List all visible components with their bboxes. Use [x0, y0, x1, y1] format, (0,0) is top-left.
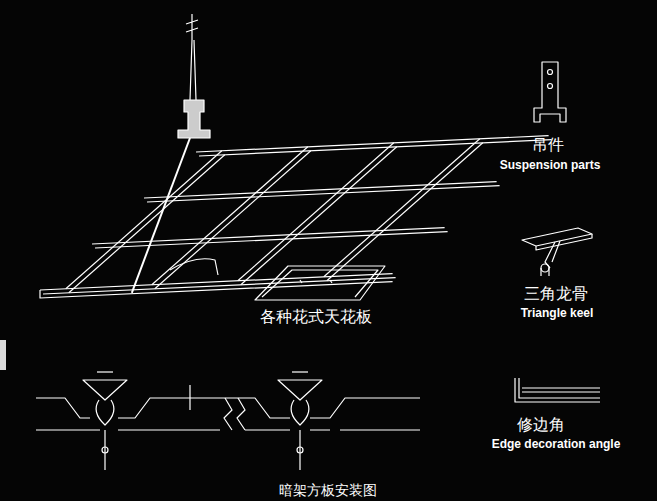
- edge-angle-icon: [515, 378, 600, 402]
- ceiling-grid: [40, 136, 552, 298]
- loose-panel: [255, 266, 385, 300]
- hanger: [178, 14, 210, 138]
- part-name-en: Suspension parts: [500, 159, 601, 172]
- part-name-en: Triangle keel: [521, 307, 594, 320]
- triangle-keel-icon: [522, 228, 592, 276]
- lifted-panel: [170, 259, 218, 275]
- suspension-part-icon: [534, 62, 566, 122]
- panel-label: 各种花式天花板: [260, 308, 372, 326]
- part-name-en: Edge decoration angle: [492, 438, 621, 451]
- part-name: 修边角: [517, 416, 565, 434]
- part-name: 三角龙骨: [524, 285, 588, 303]
- caption: 暗架方板安装图: [279, 483, 377, 498]
- section-view: [36, 372, 420, 470]
- part-name: 吊件: [532, 136, 564, 154]
